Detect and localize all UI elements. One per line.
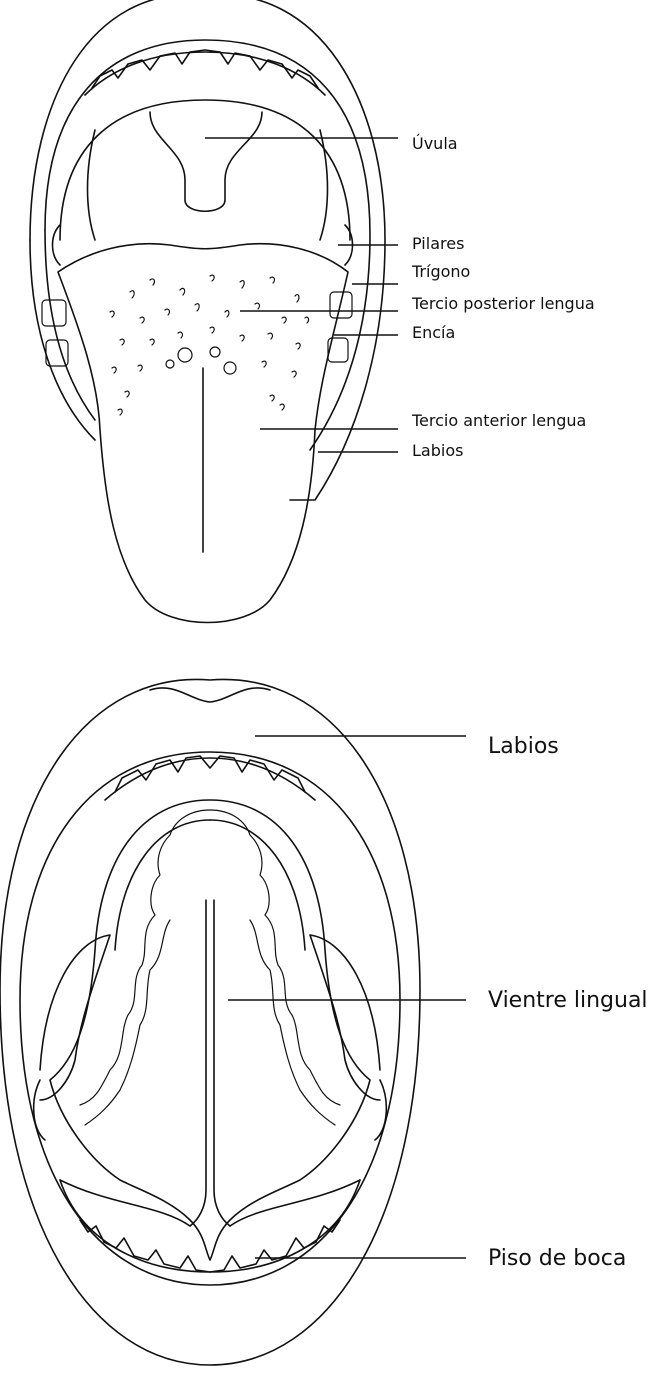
upper-teeth-bottom (105, 756, 315, 800)
upper-lip-philtrum (150, 688, 270, 702)
open-mouth-ventral-tongue-diagram (0, 660, 663, 1380)
tongue-papillae (110, 275, 308, 415)
outer-lip-outline-bottom (0, 679, 420, 1365)
label-tercio-posterior: Tercio posterior lengua (412, 296, 595, 312)
top-leader-lines (205, 138, 398, 452)
upper-teeth (85, 50, 325, 95)
label-piso-de-boca: Piso de boca (488, 1248, 626, 1270)
cheek-fold-left (40, 935, 110, 1100)
label-tercio-anterior: Tercio anterior lengua (412, 413, 586, 429)
cheek-fold-right (310, 935, 380, 1100)
mouth-opening-outline (20, 752, 400, 1285)
side-molars (42, 292, 352, 366)
label-uvula: Úvula (412, 136, 458, 152)
label-labios-top: Labios (412, 443, 463, 459)
ventral-tongue-outline (50, 800, 370, 1260)
palate-arch (60, 100, 350, 240)
outer-lip-outline (30, 0, 385, 500)
label-vientre-lingual: Vientre lingual (488, 990, 648, 1012)
label-pilares: Pilares (412, 236, 464, 252)
inner-lip-left (45, 230, 95, 420)
pillar-left (53, 225, 61, 265)
throat-right (320, 130, 328, 240)
lingual-frenulum (190, 900, 230, 1226)
label-encia: Encía (412, 325, 455, 341)
lower-teeth-bottom (34, 1080, 387, 1272)
sublingual-veins (80, 810, 340, 1125)
uvula-shape (150, 112, 262, 211)
label-labios-bottom: Labios (488, 736, 559, 758)
open-mouth-tongue-diagram (0, 0, 663, 640)
label-trigono: Trígono (412, 264, 470, 280)
